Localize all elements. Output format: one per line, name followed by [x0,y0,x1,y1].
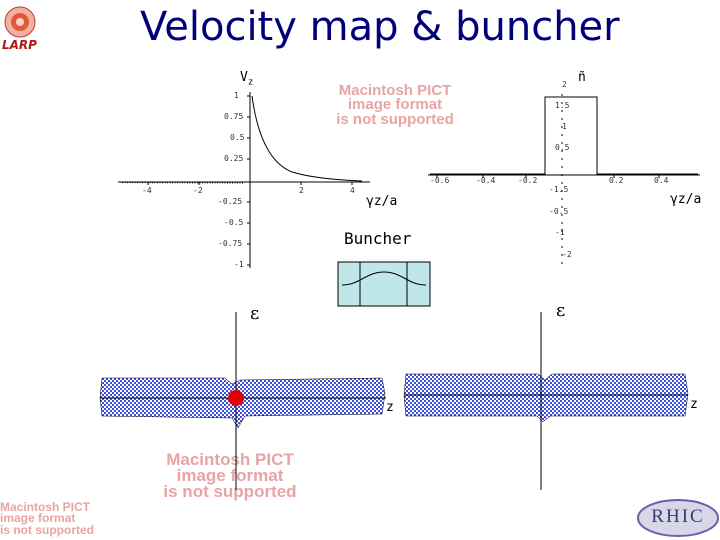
buncher-wave [341,271,427,286]
right-phase-band [403,373,689,423]
right-y-tick-1: 2 [562,80,567,89]
left-phase-eps-label: ε [250,303,260,324]
larp-logo-graphic [4,6,36,38]
left-y-tick-5: -0.25 [218,197,243,206]
right-y-tick-3: 1 [562,122,567,131]
rhic-logo-ellipse [637,499,719,537]
larp-logo-text: LARP [2,38,37,52]
page-title: Velocity map & buncher [140,4,620,50]
right-x-tick-4: 0.2 [609,176,624,185]
left-y-tick-7: -0.75 [218,239,243,248]
pict-line-3: is not supported [0,522,94,537]
right-plot-x-ticks [436,175,660,178]
left-x-tick-2: -2 [193,186,203,195]
left-plot-ylabel-sub: z [247,77,254,88]
left-x-tick-1: -4 [142,186,152,195]
right-y-tick-4: 0.5 [555,143,570,152]
right-x-tick-2: -0.4 [476,176,496,185]
right-phase-eps-label: ε [556,300,566,321]
pict-placeholder-top: Macintosh PICT image format is not suppo… [270,82,520,128]
left-y-tick-4: 0.25 [224,154,244,163]
left-plot-ylabel: Vz [240,70,253,88]
right-phase-z-label: z [690,397,698,412]
pict-line-1: Macintosh PICT [0,500,91,514]
left-plot-ylabel-main: V [240,70,248,85]
left-y-tick-3: 0.5 [230,133,245,142]
pict-line-1: Macintosh PICT [338,82,452,99]
right-y-tick-5: -0.5 [549,207,569,216]
left-y-tick-2: 0.75 [224,112,244,121]
left-y-tick-1: 1 [234,91,239,100]
pict-line-1: Macintosh PICT [166,450,294,469]
left-phase-band [99,377,386,429]
left-phase-z-label: z [386,400,394,415]
right-y-tick-6: -1 [555,228,565,237]
right-x-tick-1: -0.6 [430,176,450,185]
pict-placeholder-bottom: Macintosh PICT image format is not suppo… [0,500,138,537]
pict-line-2: image format [347,96,443,114]
right-x-tick-5: 0.4 [654,176,669,185]
left-y-tick-6: -0.5 [224,218,244,227]
buncher-box [337,261,431,307]
pict-line-2: image format [176,466,284,486]
left-plot-y-ticks [247,95,250,266]
rhic-logo-text: RHIC [651,506,705,527]
left-plot-x-ticks [147,182,353,185]
pict-placeholder-middle: Macintosh PICT image format is not suppo… [90,450,370,502]
pict-line-3: is not supported [163,482,297,502]
right-y-tick-7: -1.5 [549,185,569,194]
density-step [430,96,698,175]
right-plot-ylabel: ñ [578,70,586,85]
pict-line-2: image format [0,511,76,526]
particle-dot [228,390,244,406]
right-y-tick-2: 1.5 [555,101,570,110]
left-x-tick-4: 4 [350,186,355,195]
left-x-tick-3: 2 [299,186,304,195]
right-y-tick-8: -2 [562,250,572,259]
larp-logo: LARP [2,2,42,58]
pict-line-3: is not supported [336,110,454,128]
buncher-label: Buncher [344,229,412,248]
velocity-curve [251,95,363,182]
right-plot-xlabel: γz/a [670,192,702,207]
left-y-tick-8: -1 [234,260,244,269]
left-plot-xlabel: γz/a [366,194,398,209]
right-x-tick-3: -0.2 [518,176,538,185]
